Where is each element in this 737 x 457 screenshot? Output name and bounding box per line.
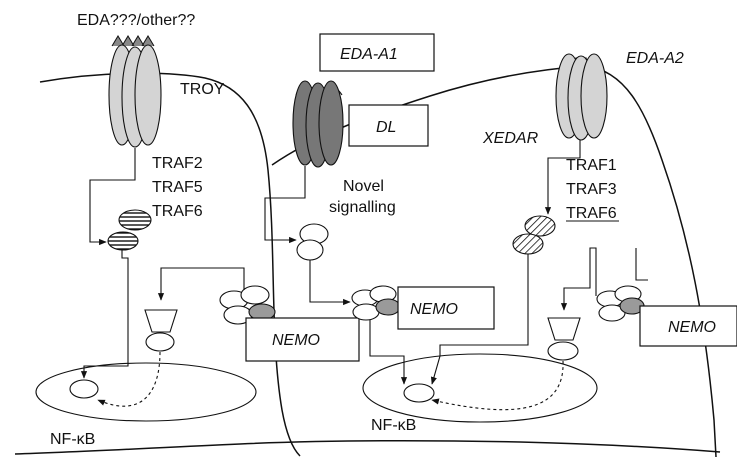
xedar-traf-item: TRAF6: [566, 205, 617, 222]
ikk-cluster-icon: [219, 285, 276, 325]
troy-traf-list: TRAF2 TRAF5 TRAF6: [152, 155, 203, 220]
nfkb-release-right: [431, 360, 564, 411]
ikk-cluster-icon: [596, 285, 645, 322]
ikk-cluster-icon: [351, 285, 401, 321]
right-nucleus: [362, 353, 598, 423]
hatched-traf-icon: [107, 209, 152, 251]
left-nucleus: [35, 362, 257, 422]
funnel-icon: [144, 309, 178, 352]
troy-traf-item: TRAF2: [152, 155, 203, 172]
eda-a1-box: [319, 33, 435, 72]
eda-other-label: EDA???/other??: [77, 12, 195, 29]
troy-label: TROY: [180, 81, 225, 98]
novel-signalling-label-line1: Novel: [343, 178, 384, 195]
novel-adaptor-complex: [296, 223, 329, 261]
nemo-label-middle: NEMO: [410, 301, 458, 318]
troy-receptor: [108, 35, 162, 148]
xedar-traf-item: TRAF1: [566, 157, 617, 174]
hatched-traf-icon: [512, 215, 556, 255]
nfkb-left: [69, 379, 99, 399]
novel-signalling-label-line2: signalling: [329, 199, 396, 216]
eda-a1-label: EDA-A1: [340, 46, 398, 63]
edar-receptor: [292, 80, 344, 168]
trimeric-receptor-icon: [555, 53, 608, 141]
dl-box: [348, 104, 429, 147]
funnel-icon: [547, 317, 581, 361]
nemo-box-left: [245, 317, 360, 362]
nemo-label-left: NEMO: [272, 332, 320, 349]
xedar-traf-item: TRAF3: [566, 181, 617, 198]
trimeric-receptor-icon: [292, 80, 344, 168]
troy-traf-item: TRAF6: [152, 203, 203, 220]
trimeric-receptor-icon: [108, 35, 162, 148]
troy-traf-item: TRAF5: [152, 179, 203, 196]
nfkb-label-left: NF-κB: [50, 431, 95, 448]
nfkb-release-left: [97, 351, 161, 407]
left-cell-membrane: [39, 72, 301, 457]
bottom-membrane: [14, 439, 721, 455]
xedar-label: XEDAR: [482, 130, 539, 147]
xedar-receptor: [555, 53, 608, 141]
nfkb-label-right: NF-κB: [371, 417, 416, 434]
nfkb-right: [403, 383, 435, 403]
dl-label: DL: [376, 119, 396, 136]
xedar-traf-list: TRAF1 TRAF3 TRAF6: [566, 157, 619, 222]
signal-arrows: [80, 140, 648, 385]
nemo-box-middle: [397, 286, 495, 330]
nemo-box-right: [639, 305, 737, 347]
nemo-label-right: NEMO: [668, 319, 716, 336]
eda-a2-label: EDA-A2: [626, 50, 684, 67]
